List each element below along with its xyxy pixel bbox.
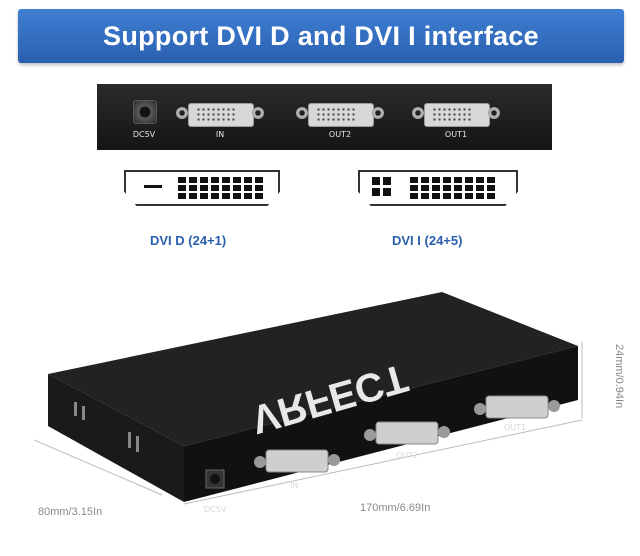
port-label-out1: OUT1 — [444, 130, 468, 139]
port-label-in: IN — [215, 130, 225, 139]
banner-title: Support DVI D and DVI I interface — [103, 20, 539, 51]
splitter-device-photo: VRFECT DC5V IN OUT2 OUT1 — [34, 292, 583, 514]
cross-pin-icon — [372, 177, 391, 196]
dvi-d-pin-diagram — [124, 170, 280, 206]
device-label-out1: OUT1 — [504, 423, 526, 432]
pin-grid — [410, 177, 495, 199]
banner: Support DVI D and DVI I interface — [18, 9, 624, 63]
pin-grid — [178, 177, 263, 199]
dimension-depth: 80mm/3.15In — [38, 506, 103, 518]
dvi-port-out1 — [412, 101, 500, 127]
device-port-out1 — [474, 395, 560, 419]
flat-pin-icon — [144, 185, 162, 188]
dvi-d-caption: DVI D (24+1) — [150, 233, 227, 248]
dvi-i-caption: DVI I (24+5) — [392, 233, 463, 248]
device-label-dc5v: DC5V — [204, 505, 227, 514]
dimension-length: 170mm/6.69In — [360, 502, 431, 514]
dimension-height: 24mm/0.94In — [613, 344, 625, 409]
device-label-in: IN — [290, 481, 298, 490]
port-label-out2: OUT2 — [328, 130, 352, 139]
dvi-port-out2 — [296, 101, 384, 127]
dvi-port-in — [176, 101, 264, 127]
dvi-i-pin-diagram — [358, 170, 518, 206]
device-port-in — [254, 449, 340, 473]
device-port-out2 — [364, 421, 450, 445]
device-label-out2: OUT2 — [396, 451, 418, 460]
dc-power-jack — [133, 100, 157, 124]
port-label-dc5v: DC5V — [132, 130, 156, 139]
